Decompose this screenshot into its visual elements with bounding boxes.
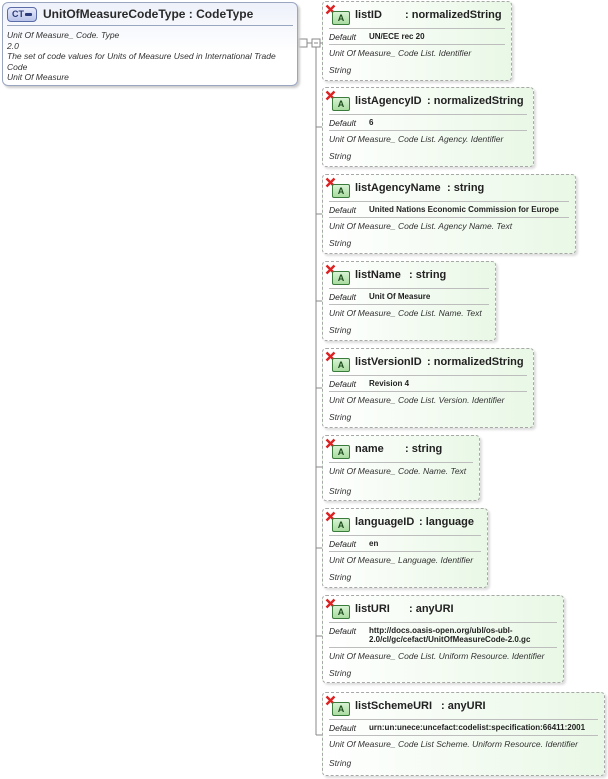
default-row: Default urn:un:unece:uncefact:codelist:s…	[329, 722, 598, 736]
default-row: Default en	[329, 538, 481, 552]
attribute-type: : anyURI	[441, 700, 486, 712]
default-value: en	[369, 539, 379, 548]
default-label: Default	[329, 723, 356, 733]
default-label: Default	[329, 292, 356, 302]
attribute-icon: A	[332, 271, 350, 285]
attribute-name: listVersionID	[355, 356, 422, 368]
default-value: United Nations Economic Commission for E…	[369, 205, 559, 214]
attribute-datatype: String	[329, 572, 352, 582]
annotation-line: Unit Of Measure	[7, 72, 69, 82]
default-row: Default 6	[329, 117, 527, 131]
complex-type-annotations: Unit Of Measure_ Code. Type 2.0 The set …	[7, 25, 293, 83]
complex-type-title: UnitOfMeasureCodeType : CodeType	[43, 7, 254, 21]
attribute-name: listName	[355, 269, 401, 281]
default-row: Default Revision 4	[329, 378, 527, 392]
attribute-header: A languageID : language	[323, 509, 487, 532]
attribute-box-listAgencyID[interactable]: A listAgencyID : normalizedString Defaul…	[322, 87, 534, 167]
annotation-line: Code	[7, 61, 28, 72]
attribute-box-name[interactable]: A name : string Unit Of Measure_ Code. N…	[322, 435, 480, 501]
attribute-description: Unit Of Measure_ Code. Name. Text	[329, 466, 467, 476]
default-row: Default Unit Of Measure	[329, 291, 489, 305]
default-row: Default UN/ECE rec 20	[329, 31, 505, 45]
attribute-header: A listName : string	[323, 262, 495, 285]
default-row: Default http://docs.oasis-open.org/ubl/o…	[329, 625, 557, 648]
attribute-datatype: String	[329, 668, 352, 678]
attribute-box-listSchemeURI[interactable]: A listSchemeURI : anyURI Default urn:un:…	[322, 692, 605, 776]
default-value: urn:un:unece:uncefact:codelist:specifica…	[369, 723, 586, 732]
attribute-description: Unit Of Measure_ Code List. Agency Name.…	[329, 221, 513, 231]
complex-type-header: CT UnitOfMeasureCodeType : CodeType	[3, 3, 297, 25]
attribute-name: languageID	[355, 516, 415, 528]
attribute-type: : string	[409, 269, 447, 281]
attribute-datatype: String	[329, 238, 352, 248]
default-label: Default	[329, 32, 356, 42]
default-value: 6	[369, 118, 374, 127]
attribute-type: : string	[447, 182, 485, 194]
default-value: UN/ECE rec 20	[369, 32, 425, 41]
complex-type-badge-label: CT	[12, 9, 24, 19]
attribute-datatype: String	[329, 412, 352, 422]
attribute-box-listURI[interactable]: A listURI : anyURI Default http://docs.o…	[322, 595, 564, 683]
attribute-description: Unit Of Measure_ Code List. Name. Text	[329, 308, 482, 318]
attribute-type: : normalizedString	[427, 356, 524, 368]
attribute-name: name	[355, 443, 384, 455]
default-row: Default United Nations Economic Commissi…	[329, 204, 569, 218]
default-label: Default	[329, 205, 356, 215]
attribute-box-listID[interactable]: A listID : normalizedString Default UN/E…	[322, 1, 512, 81]
attribute-header: A listSchemeURI : anyURI	[323, 693, 604, 716]
attribute-type: : string	[405, 443, 443, 455]
attribute-name: listURI	[355, 603, 390, 615]
attribute-icon: A	[332, 97, 350, 111]
attribute-name: listID	[355, 9, 382, 21]
attribute-box-listAgencyName[interactable]: A listAgencyName : string Default United…	[322, 174, 576, 254]
default-value: http://docs.oasis-open.org/ubl/os-ubl-2.…	[369, 626, 531, 644]
attribute-header: A listVersionID : normalizedString	[323, 349, 533, 372]
attribute-type: : language	[419, 516, 475, 528]
attribute-header: A name : string	[323, 436, 479, 459]
default-value: Unit Of Measure	[369, 292, 431, 301]
attribute-header: A listURI : anyURI	[323, 596, 563, 619]
default-label: Default	[329, 379, 356, 389]
attribute-icon: A	[332, 702, 350, 716]
attribute-datatype: String	[329, 151, 352, 161]
attribute-type: : anyURI	[409, 603, 454, 615]
attribute-icon: A	[332, 605, 350, 619]
attribute-description: Unit Of Measure_ Code List. Uniform Reso…	[329, 651, 545, 661]
annotation-line: 2.0	[7, 40, 19, 51]
attribute-type: : normalizedString	[405, 9, 502, 21]
attribute-type: : normalizedString	[427, 95, 524, 107]
attribute-box-listVersionID[interactable]: A listVersionID : normalizedString Defau…	[322, 348, 534, 428]
attribute-datatype: String	[329, 65, 352, 75]
default-label: Default	[329, 539, 356, 549]
attribute-datatype: String	[329, 758, 352, 768]
annotation-line: The set of code values for Units of Meas…	[7, 51, 276, 61]
attribute-box-listName[interactable]: A listName : string Default Unit Of Meas…	[322, 261, 496, 341]
attribute-name: listSchemeURI	[355, 700, 433, 712]
attribute-header: A listAgencyName : string	[323, 175, 575, 198]
attribute-icon: A	[332, 358, 350, 372]
attribute-description: Unit Of Measure_ Code List. Identifier	[329, 48, 472, 58]
attribute-icon: A	[332, 518, 350, 532]
complex-type-icon: CT	[7, 6, 37, 22]
default-label: Default	[329, 626, 356, 636]
attribute-description: Unit Of Measure_ Code List Scheme. Unifo…	[329, 739, 578, 749]
attribute-box-languageID[interactable]: A languageID : language Default en Unit …	[322, 508, 488, 588]
attribute-icon: A	[332, 445, 350, 459]
complex-type-box[interactable]: CT UnitOfMeasureCodeType : CodeType Unit…	[2, 2, 298, 86]
attribute-icon: A	[332, 184, 350, 198]
attribute-description: Unit Of Measure_ Language. Identifier	[329, 555, 474, 565]
annotation-line: Unit Of Measure_ Code. Type	[7, 30, 120, 40]
attribute-datatype: String	[329, 325, 352, 335]
attribute-header: A listID : normalizedString	[323, 2, 511, 25]
attribute-description: Unit Of Measure_ Code List. Agency. Iden…	[329, 134, 504, 144]
attribute-header: A listAgencyID : normalizedString	[323, 88, 533, 111]
default-value: Revision 4	[369, 379, 410, 388]
default-label: Default	[329, 118, 356, 128]
attribute-icon: A	[332, 11, 350, 25]
attribute-datatype: String	[329, 486, 352, 496]
attribute-description: Unit Of Measure_ Code List. Version. Ide…	[329, 395, 505, 405]
attribute-name: listAgencyID	[355, 95, 422, 107]
attribute-name: listAgencyName	[355, 182, 441, 194]
